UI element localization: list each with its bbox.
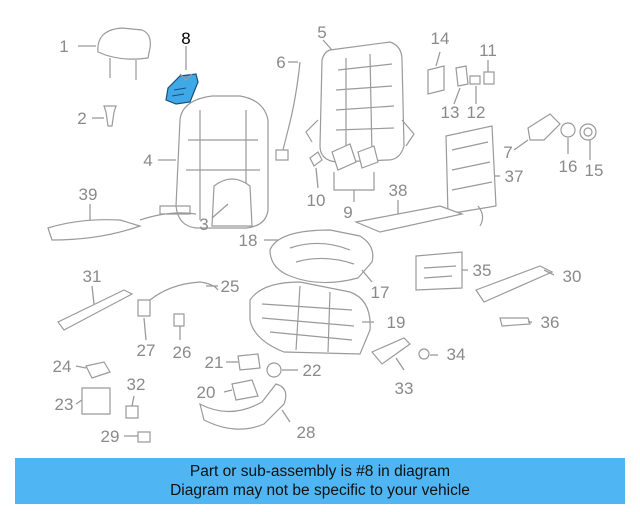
callout-37: 37 [505,167,524,186]
callout-28: 28 [297,423,316,442]
callout-29: 29 [101,427,120,446]
callout-27: 27 [137,341,156,360]
callout-30: 30 [563,267,582,286]
part-8-highlight [165,73,199,105]
callout-21: 21 [205,353,224,372]
callout-9: 9 [343,203,352,222]
callout-35: 35 [473,261,492,280]
callout-36: 36 [541,313,560,332]
seat-frame-part [249,281,371,355]
cable-part [275,61,301,161]
callout-15: 15 [585,161,604,180]
callout-32: 32 [127,375,146,394]
callout-24: 24 [53,357,72,376]
callout-20: 20 [197,383,216,402]
callout-12: 12 [467,103,486,122]
callout-3: 3 [199,215,208,234]
callout-39: 39 [79,185,98,204]
callout-7: 7 [503,143,512,162]
seat-cushion-part [269,229,374,284]
control-panel-part [415,251,463,291]
banner-line-1: Part or sub-assembly is #8 in diagram [189,463,451,480]
switch-parts [427,65,495,95]
callout-34: 34 [447,345,466,364]
side-shield-part [57,289,134,331]
seatback-frame-part [305,41,415,163]
callout-labels: 1 2 3 4 5 6 7 8 9 10 11 12 13 14 15 16 1… [53,23,604,446]
callout-11: 11 [479,41,497,60]
callout-13: 13 [441,103,460,122]
recliner-parts [527,113,597,141]
callout-31: 31 [83,267,102,286]
callout-25: 25 [221,277,240,296]
callout-33: 33 [395,379,414,398]
trim-panel-part [475,265,554,303]
wire-harness-part [47,205,197,241]
handle-part [499,317,531,327]
callout-19: 19 [387,313,406,332]
seat-plate-part [353,205,484,233]
headrest-part [97,27,151,80]
callout-8: 8 [181,29,190,48]
callout-38: 38 [389,181,408,200]
small-brackets-part [309,143,379,202]
callout-16: 16 [559,157,578,176]
callout-5: 5 [317,23,326,42]
mechanism-parts [231,353,282,401]
banner-line-2: Diagram may not be specific to your vehi… [170,482,470,499]
callout-10: 10 [307,191,326,210]
callout-2: 2 [77,109,86,128]
callout-23: 23 [55,395,74,414]
seatback-cover-part [175,95,269,229]
small-fittings-parts [81,361,151,443]
callout-1: 1 [59,37,68,56]
callout-14: 14 [431,29,450,48]
info-banner: Part or sub-assembly is #8 in diagram Di… [15,458,625,504]
callout-6: 6 [276,53,285,72]
callout-22: 22 [303,361,322,380]
callout-4: 4 [143,151,152,170]
lower-trim-part [199,383,287,430]
headrest-guide-part [103,105,117,127]
callout-26: 26 [173,343,192,362]
callout-18: 18 [239,231,258,250]
leader-lines [75,39,591,437]
belt-wiring-part [137,281,219,327]
lever-parts [371,337,430,365]
parts-diagram: 1 2 3 4 5 6 7 8 9 10 11 12 13 14 15 16 1… [47,23,604,446]
side-panel-part [445,125,497,215]
callout-17: 17 [371,283,390,302]
